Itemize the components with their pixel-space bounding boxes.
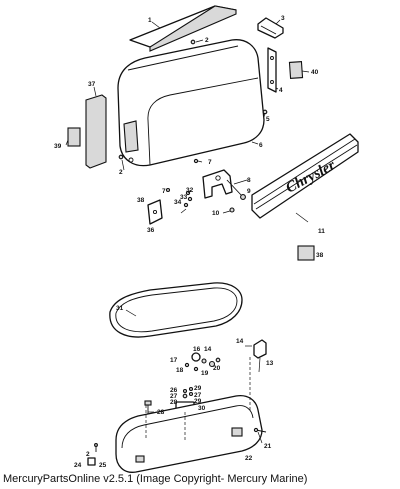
- callout-31: 31: [116, 305, 124, 312]
- callout-14b: 14: [204, 346, 212, 353]
- decal-39: [67, 127, 81, 147]
- callout-11: 11: [318, 228, 325, 235]
- callout-29a: 29: [194, 385, 202, 392]
- rear-bracket: [253, 339, 267, 359]
- callout-30: 30: [198, 405, 206, 412]
- mechanism-cluster: [184, 352, 221, 372]
- callout-7: 7: [208, 159, 212, 166]
- callout-13: 13: [266, 360, 274, 367]
- top-trim-strip: [129, 5, 237, 52]
- latch-assembly: [202, 169, 246, 200]
- callout-18: 18: [176, 367, 184, 374]
- callout-40: 40: [311, 69, 319, 76]
- callout-38b: 38: [316, 252, 324, 259]
- callout-1: 1: [148, 17, 152, 24]
- screw-21: [253, 427, 267, 433]
- top-cowl: [117, 39, 265, 167]
- callout-32: 32: [186, 187, 194, 194]
- callout-17: 17: [170, 357, 178, 364]
- callout-5: 5: [266, 116, 270, 123]
- callout-9: 9: [247, 188, 251, 195]
- callout-28b: 28: [157, 409, 165, 416]
- decal-38-lower: [297, 245, 315, 261]
- bottom-cowl: [115, 357, 263, 473]
- callout-2b: 2: [119, 169, 123, 176]
- small-fasteners: [118, 39, 268, 213]
- seal-ring: [109, 282, 243, 338]
- leader-lines: [65, 19, 310, 444]
- callout-24: 24: [74, 462, 82, 469]
- callout-20: 20: [213, 365, 221, 372]
- image-caption: MercuryPartsOnline v2.5.1 (Image Copyrig…: [3, 473, 308, 485]
- decal-40: [288, 61, 304, 79]
- callout-8: 8: [247, 177, 251, 184]
- callout-10: 10: [212, 210, 220, 217]
- callout-34: 34: [174, 199, 182, 206]
- chrysler-decal-panel: Chrysler: [251, 133, 359, 219]
- callout-4: 4: [279, 87, 283, 94]
- callout-21: 21: [264, 443, 272, 450]
- callout-39: 39: [54, 143, 62, 150]
- callout-36: 36: [147, 227, 155, 234]
- bracket-36: [147, 199, 163, 225]
- callout-26a: 26: [170, 387, 178, 394]
- callout-25: 25: [99, 462, 107, 469]
- callout-3: 3: [281, 15, 285, 22]
- callout-2c: 2: [86, 451, 90, 458]
- callout-22: 22: [245, 455, 253, 462]
- latch-plate: [267, 47, 277, 93]
- callout-28a: 28: [170, 399, 178, 406]
- callout-37: 37: [88, 81, 96, 88]
- callout-33: 33: [180, 194, 188, 201]
- latch-bracket: [257, 17, 284, 39]
- callout-6: 6: [259, 142, 263, 149]
- side-panel: [85, 94, 107, 169]
- callout-27a: 27: [170, 393, 178, 400]
- callout-14a: 14: [236, 338, 244, 345]
- callout-7b: 7: [162, 188, 166, 195]
- callout-27b: 27: [194, 392, 202, 399]
- callout-numbers: 1 2 3 40 4 37 5 39 6 7 2 8 32 7 33 34 38…: [54, 15, 325, 469]
- callout-16: 16: [193, 346, 201, 353]
- callout-29b: 29: [194, 398, 202, 405]
- callout-19: 19: [201, 370, 209, 377]
- lower-small-parts: [87, 443, 98, 466]
- callout-2: 2: [205, 37, 209, 44]
- callout-38a: 38: [137, 197, 145, 204]
